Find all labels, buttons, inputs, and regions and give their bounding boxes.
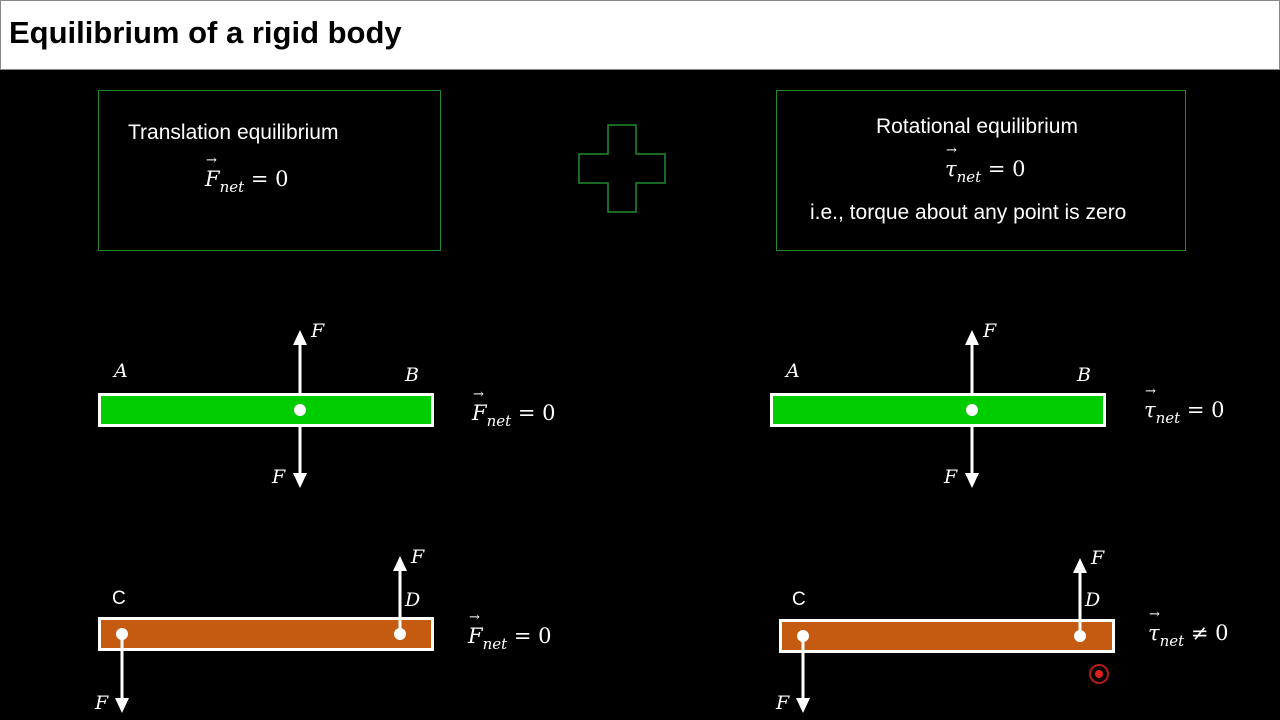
torque-vector-symbol: τ: [945, 143, 957, 181]
rotation-note: i.e., torque about any point is zero: [810, 201, 1127, 224]
orange-bar-right: [779, 619, 1115, 653]
label-c: C: [112, 588, 126, 609]
pivot-point: [294, 404, 306, 416]
translation-equation: Fnet = 0: [205, 153, 289, 196]
result-bottom-left: Fnet = 0: [468, 610, 551, 653]
label-d: D: [1085, 589, 1101, 611]
force-label-up: F: [411, 546, 425, 568]
down-arrowhead: [796, 698, 810, 713]
label-a: A: [114, 360, 128, 382]
pivot-point: [966, 404, 978, 416]
green-bar-right: [770, 393, 1106, 427]
up-arrowhead: [1073, 558, 1087, 573]
rotation-heading: Rotational equilibrium: [876, 115, 1078, 138]
force-label-up: F: [983, 320, 997, 342]
force-vector-symbol: F: [205, 153, 220, 191]
down-arrowhead: [115, 698, 129, 713]
result-top-left: Fnet = 0: [472, 387, 555, 430]
point-d-dot: [1074, 630, 1086, 642]
result-top-right: τnet = 0: [1144, 384, 1225, 427]
up-arrowhead: [393, 556, 407, 571]
down-arrowhead: [965, 473, 979, 488]
force-label-down: F: [944, 466, 958, 488]
equation-subscript: net: [219, 178, 245, 196]
page-title: Equilibrium of a rigid body: [9, 15, 402, 50]
orange-bar-left: [98, 617, 434, 651]
point-c-dot: [797, 630, 809, 642]
bottom-right-forces: [796, 558, 1087, 713]
label-b: B: [405, 364, 419, 386]
force-label-up: F: [1091, 547, 1105, 569]
translation-equilibrium-box: Translation equilibrium Fnet = 0: [98, 90, 441, 251]
title-bar: Equilibrium of a rigid body: [0, 0, 1280, 70]
force-label-down: F: [776, 692, 790, 714]
label-a: A: [786, 360, 800, 382]
label-b: B: [1077, 364, 1091, 386]
label-d: D: [405, 589, 421, 611]
point-c-dot: [116, 628, 128, 640]
cursor-icon: [1089, 664, 1109, 684]
up-arrowhead: [965, 330, 979, 345]
up-arrowhead: [293, 330, 307, 345]
point-d-dot: [394, 628, 406, 640]
down-arrowhead: [293, 473, 307, 488]
label-c: C: [792, 589, 806, 610]
green-bar-left: [98, 393, 434, 427]
equation-subscript: net: [956, 168, 982, 186]
equation-rhs: = 0: [981, 157, 1026, 181]
bottom-left-forces: [115, 556, 407, 713]
plus-icon: [578, 124, 666, 213]
force-label-down: F: [272, 466, 286, 488]
translation-heading: Translation equilibrium: [128, 121, 339, 144]
force-label-down: F: [95, 692, 109, 714]
rotational-equilibrium-box: Rotational equilibrium τnet = 0 i.e., to…: [776, 90, 1186, 251]
force-label-up: F: [311, 320, 325, 342]
equation-rhs: = 0: [244, 167, 289, 191]
result-bottom-right: τnet ≠ 0: [1148, 607, 1229, 650]
rotation-equation: τnet = 0: [945, 143, 1026, 186]
